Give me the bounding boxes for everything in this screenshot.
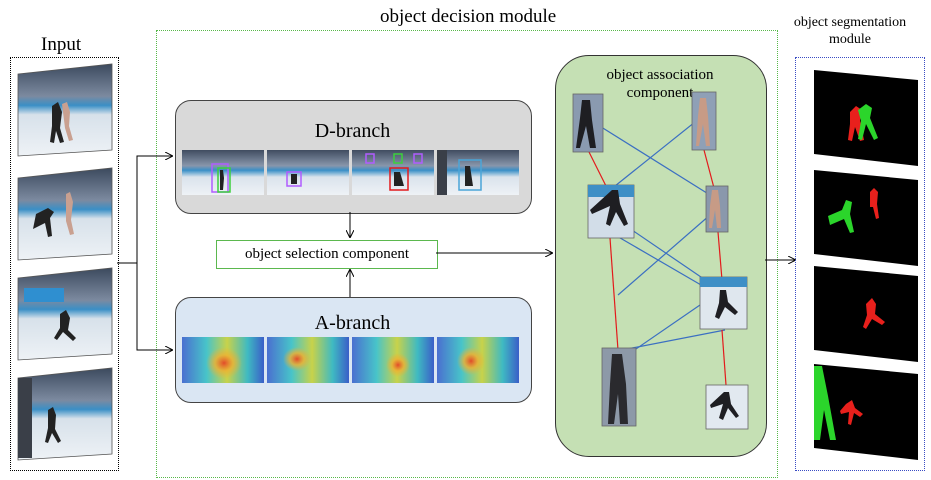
- input-frame-3: [17, 267, 113, 361]
- segmentation-mask-3: [814, 266, 918, 362]
- object-decision-module-box: [156, 30, 778, 478]
- segmentation-module-box: [795, 57, 925, 471]
- input-frames-box: [10, 57, 119, 471]
- input-to-d-branch-arrow: [117, 156, 172, 264]
- red-edge: [587, 149, 607, 187]
- input-title: Input: [41, 34, 82, 55]
- red-edge: [703, 149, 715, 189]
- association-label-line2: component: [626, 85, 694, 101]
- blue-edge: [609, 117, 701, 191]
- input-frame-2: [17, 167, 113, 261]
- input-to-a-branch-arrow: [136, 263, 172, 350]
- a-branch-label: A-branch: [314, 312, 391, 334]
- object-crop-6: [601, 347, 637, 427]
- object-crop-1: [572, 93, 604, 153]
- segmentation-title-line1: object segmentation: [793, 15, 907, 30]
- a-branch-map-1: [182, 337, 264, 383]
- red-edge: [721, 329, 727, 386]
- blue-edge: [589, 119, 719, 201]
- segmentation-mask-1: [814, 70, 918, 166]
- object-crop-3: [587, 184, 635, 239]
- input-frame-stack: [17, 63, 113, 461]
- segmentation-mask-2: [814, 170, 918, 266]
- association-graph-edges: [587, 117, 727, 386]
- d-branch-frame-2: [267, 150, 349, 195]
- red-edge: [717, 231, 723, 281]
- segmentation-mask-4: [814, 364, 918, 460]
- input-frame-1: [17, 63, 113, 157]
- object-selection-component: object selection component: [216, 240, 438, 269]
- object-crop-5: [699, 276, 748, 330]
- input-frame-4: [17, 367, 113, 461]
- a-branch-map-3: [352, 337, 434, 383]
- segmentation-masks: [814, 70, 918, 460]
- d-branch-frame-4: [437, 150, 519, 195]
- association-label-line1: object association: [606, 67, 714, 83]
- segmentation-title-line2: module: [829, 32, 871, 47]
- a-branch-map-2: [267, 337, 349, 383]
- blue-edge: [617, 214, 711, 296]
- d-branch-frame-1: [182, 150, 264, 195]
- d-branch-frame-3: [352, 150, 434, 195]
- a-branch-map-4: [437, 337, 519, 383]
- red-edge: [609, 237, 619, 351]
- d-branch-frames: [182, 150, 519, 195]
- association-label: object association component: [555, 66, 765, 102]
- blue-edge: [621, 329, 726, 351]
- object-crop-4: [705, 185, 729, 233]
- object-crop-2: [691, 91, 717, 151]
- decision-module-title: object decision module: [380, 6, 557, 27]
- d-branch-label: D-branch: [314, 120, 391, 142]
- object-crop-7: [705, 384, 749, 430]
- a-branch-attention-maps: [182, 337, 519, 383]
- association-object-crops: [572, 91, 749, 430]
- segmentation-module-title: object segmentation module: [790, 14, 910, 48]
